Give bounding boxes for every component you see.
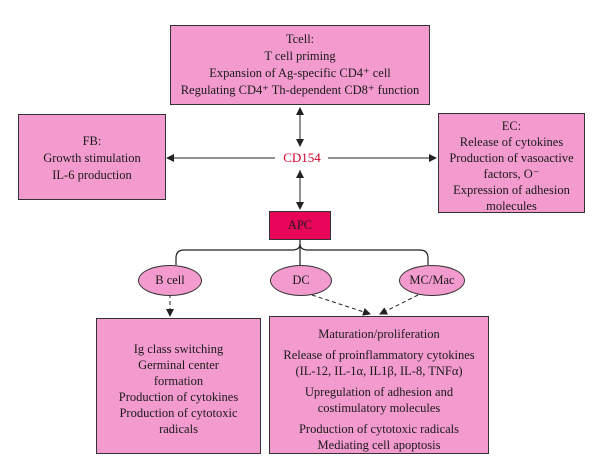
- bcell-outcome-line-1: Ig class switching: [133, 342, 224, 356]
- bcell-ellipse: B cell: [138, 265, 202, 296]
- tcell-line-3: Regulating CD4⁺ Th-dependent CD8⁺ functi…: [180, 83, 420, 97]
- dc-label: DC: [292, 273, 310, 287]
- dc-mac-outcome-box: Maturation/proliferation Release of proi…: [269, 316, 489, 454]
- dcmac-line-6: Production of cytotoxic radicals: [298, 421, 460, 436]
- dcmac-line-4: Upregulation of adhesion and: [304, 384, 454, 399]
- bcell-outcome-line-3: formation: [153, 374, 204, 388]
- ec-line-1: Release of cytokines: [459, 135, 564, 149]
- fb-line-1: Growth stimulation: [43, 151, 141, 165]
- cd154-label: CD154: [276, 150, 328, 166]
- dashed-arrow-dc: [311, 294, 371, 316]
- brace-left: [175, 240, 301, 265]
- ec-line-3: factors, O⁻: [483, 167, 540, 181]
- apc-box: APC: [269, 211, 331, 240]
- mcmac-label: MC/Mac: [409, 273, 455, 287]
- apc-label: APC: [287, 218, 313, 232]
- bcell-outcome-line-5: Production of cytotoxic: [119, 406, 238, 420]
- tcell-line-1: T cell priming: [264, 49, 336, 63]
- ec-line-5: molecules: [486, 199, 537, 213]
- ec-line-4: Expression of adhesion: [453, 183, 570, 197]
- ec-box: EC: Release of cytokines Production of v…: [438, 113, 585, 213]
- ec-line-2: Production of vasoactive: [449, 151, 574, 165]
- bcell-outcome-line-4: Production of cytokines: [118, 390, 239, 404]
- bcell-outcome-line-2: Germinal center: [138, 358, 219, 372]
- dcmac-line-7: Mediating cell apoptosis: [317, 438, 441, 452]
- bcell-outcome-line-6: radicals: [159, 422, 198, 436]
- tcell-line-2: Expansion of Ag-specific CD4⁺ cell: [209, 66, 391, 80]
- fb-title: FB:: [82, 134, 102, 148]
- ec-title: EC:: [501, 119, 522, 133]
- brace-right: [299, 243, 429, 265]
- dcmac-line-5: costimulatory molecules: [317, 401, 441, 415]
- dcmac-line-2: Release of proinflammatory cytokines: [283, 347, 475, 362]
- tcell-title: Tcell:: [285, 32, 315, 46]
- fb-line-2: IL-6 production: [52, 168, 132, 182]
- dashed-arrow-mcmac: [379, 294, 419, 315]
- fb-box: FB: Growth stimulation IL-6 production: [18, 114, 166, 200]
- dcmac-line-3: (IL-12, IL-1α, IL1β, IL-8, TNFα): [295, 364, 463, 378]
- mcmac-ellipse: MC/Mac: [399, 265, 465, 296]
- tcell-box: Tcell: T cell priming Expansion of Ag-sp…: [170, 25, 430, 105]
- dcmac-line-1: Maturation/proliferation: [318, 327, 440, 341]
- dc-ellipse: DC: [270, 265, 332, 296]
- bcell-label: B cell: [155, 273, 185, 287]
- bcell-outcome-box: Ig class switching Germinal center forma…: [96, 318, 261, 454]
